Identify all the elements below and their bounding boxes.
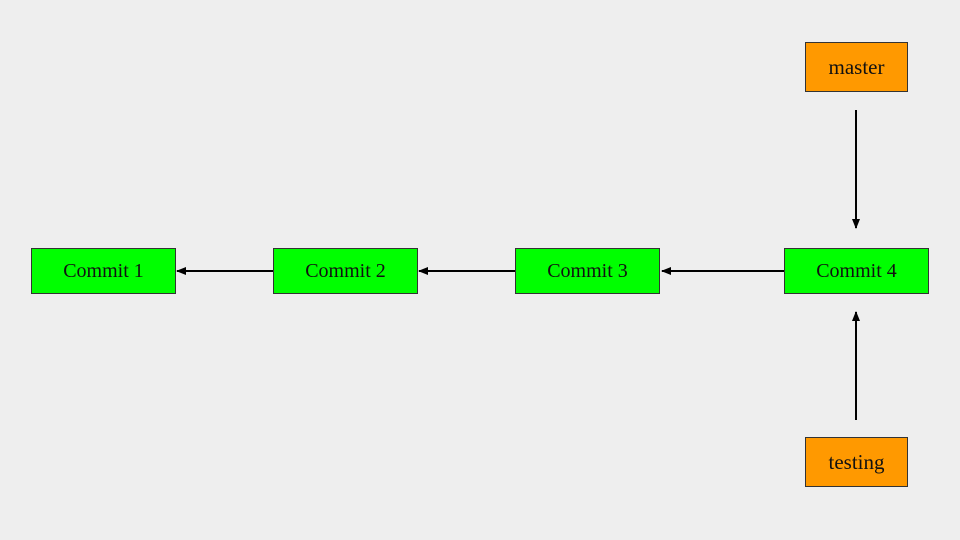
commit-2-label: Commit 2 <box>305 259 386 282</box>
commit-3-label: Commit 3 <box>547 259 628 282</box>
branch-testing-node: testing <box>805 437 908 487</box>
branch-master-node: master <box>805 42 908 92</box>
commit-4-node: Commit 4 <box>784 248 929 294</box>
branch-master-label: master <box>828 54 885 79</box>
branch-testing-label: testing <box>828 449 885 474</box>
commit-1-node: Commit 1 <box>31 248 176 294</box>
commit-1-label: Commit 1 <box>63 259 144 282</box>
commit-4-label: Commit 4 <box>816 259 897 282</box>
commit-3-node: Commit 3 <box>515 248 660 294</box>
commit-2-node: Commit 2 <box>273 248 418 294</box>
